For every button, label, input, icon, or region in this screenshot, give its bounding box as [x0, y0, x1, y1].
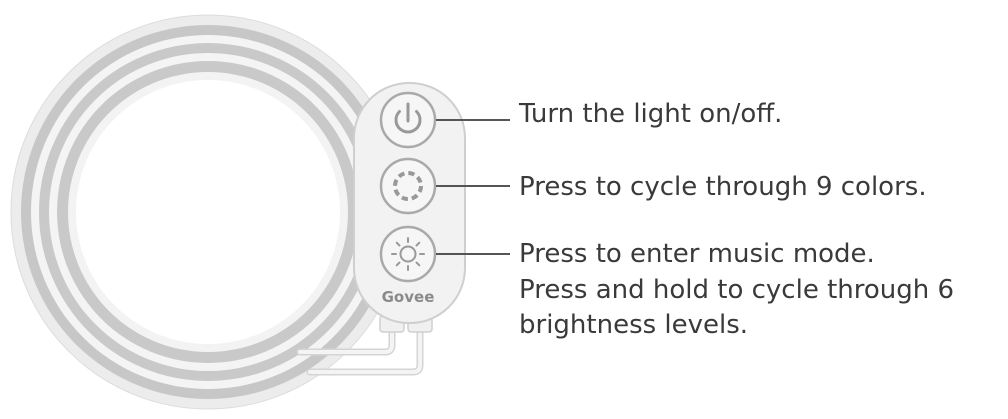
power-icon [394, 102, 422, 134]
color-cycle-icon [393, 171, 423, 201]
leader-lines [436, 119, 510, 255]
power-button[interactable] [379, 91, 437, 149]
brightness-button[interactable] [379, 225, 437, 283]
color-button-label: Press to cycle through 9 colors. [519, 172, 927, 202]
music-mode-label: Press to enter music mode. [519, 239, 875, 269]
brightness-icon [391, 237, 425, 271]
brightness-levels-label: brightness levels. [519, 310, 749, 340]
led-strip-coil [10, 14, 406, 410]
controller-cables [296, 318, 424, 376]
power-button-label: Turn the light on/off. [519, 99, 783, 129]
hold-brightness-label: Press and hold to cycle through 6 [519, 275, 955, 305]
brand-logo: Govee [382, 288, 435, 306]
color-cycle-button[interactable] [379, 157, 437, 215]
